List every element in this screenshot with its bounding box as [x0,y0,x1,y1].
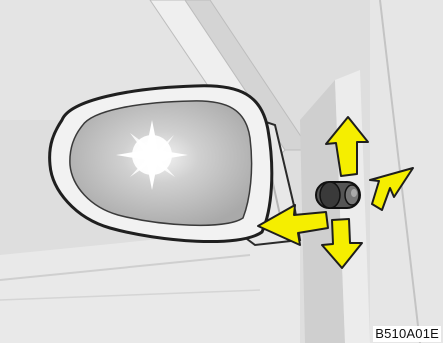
adjustment-knob [316,182,360,208]
figure-code: B510A01E [373,326,441,342]
